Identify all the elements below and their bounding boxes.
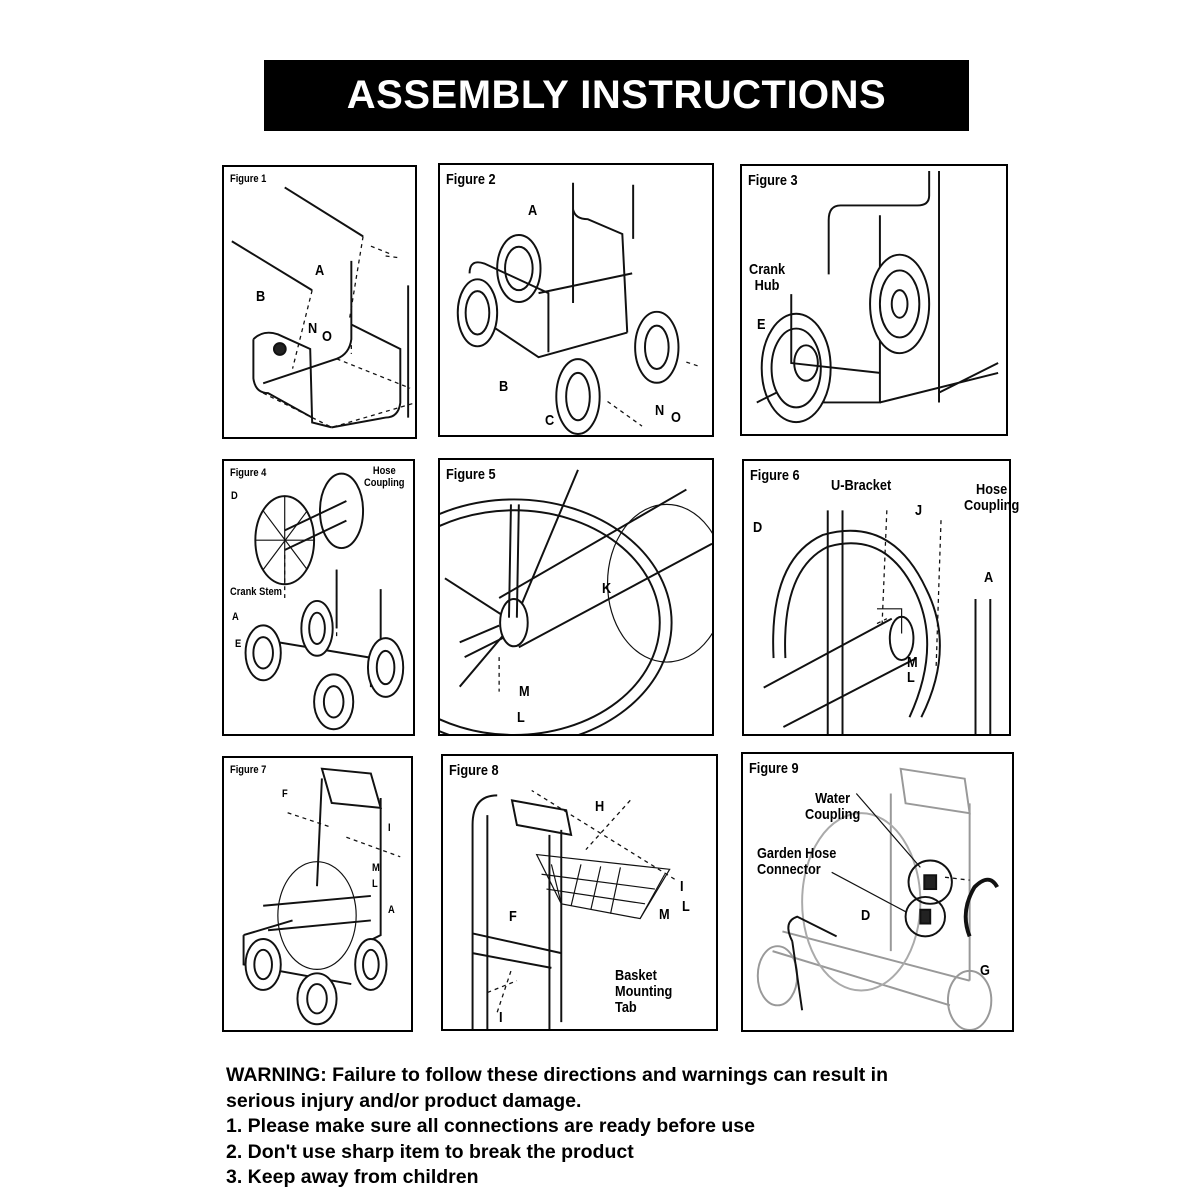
part-label: L	[372, 878, 378, 890]
part-label: I	[388, 822, 391, 834]
figure-caption: Figure 2	[446, 171, 496, 188]
warning-item: 3. Keep away from children	[226, 1166, 479, 1188]
part-label: D	[753, 519, 763, 536]
part-label: I	[680, 878, 684, 895]
part-label: F	[509, 908, 517, 925]
part-label: Hose Coupling	[964, 481, 1020, 514]
part-label: A	[984, 569, 994, 586]
figure-caption: Figure 6	[750, 467, 800, 484]
figure-caption: Figure 3	[748, 172, 798, 189]
part-label: F	[282, 788, 288, 800]
part-label: O	[322, 328, 332, 345]
figure-6: Figure 6 U-Bracket J Hose Coupling D A M…	[742, 459, 1019, 736]
part-label: N	[655, 402, 665, 419]
hose-connection-illustration	[756, 767, 999, 1030]
figure-3: Figure 3 Crank Hub E	[740, 164, 1008, 436]
warning-section: WARNING: Failure to follow these directi…	[226, 1063, 946, 1191]
part-label: M	[519, 683, 530, 700]
figure-1: Figure 1 A B N O	[222, 165, 417, 439]
part-label: E	[235, 638, 242, 650]
part-label: L	[517, 709, 525, 726]
part-label: M	[659, 906, 670, 923]
warning-item: 1. Please make sure all connections are …	[226, 1115, 755, 1137]
part-label: A	[232, 611, 239, 623]
warning-heading: WARNING: Failure to follow these directi…	[226, 1064, 889, 1112]
basket-installation-illustration	[471, 789, 675, 1029]
figure-caption: Figure 5	[446, 466, 496, 483]
part-label: I	[499, 1009, 503, 1026]
part-label: O	[671, 409, 681, 426]
part-label: Crank Stem	[230, 586, 282, 598]
part-label: Water Coupling	[805, 790, 861, 823]
part-label: K	[602, 580, 612, 597]
figure-8: Figure 8 H F M I L Basket Mounting Tab I	[441, 754, 718, 1031]
part-label: D	[231, 490, 238, 502]
part-label: M	[907, 654, 918, 671]
figure-caption: Figure 9	[749, 760, 799, 777]
reel-installation-illustration	[244, 472, 405, 731]
crank-hub-illustration	[756, 170, 999, 424]
page-title: ASSEMBLY INSTRUCTIONS	[264, 60, 969, 131]
part-label: G	[980, 962, 990, 979]
part-label: M	[372, 862, 380, 874]
part-label: D	[861, 907, 871, 924]
figure-caption: Figure 4	[230, 467, 267, 479]
part-label: B	[256, 288, 266, 305]
handle-installation-illustration	[242, 767, 401, 1026]
figure-caption: Figure 8	[449, 762, 499, 779]
part-label: H	[595, 798, 605, 815]
part-label: A	[528, 202, 538, 219]
part-label: A	[388, 904, 395, 916]
part-label: C	[545, 412, 555, 429]
figure-2: Figure 2 A B C N O	[438, 163, 714, 437]
figure-5: Figure 5 K M L	[438, 458, 714, 736]
figure-caption: Figure 7	[230, 764, 267, 776]
part-label: B	[499, 378, 509, 395]
figure-caption: Figure 1	[230, 173, 267, 185]
warning-item: 2. Don't use sharp item to break the pro…	[226, 1140, 634, 1163]
figure-7: Figure 7 F I M L A	[222, 756, 413, 1032]
part-label: Garden Hose Connector	[757, 845, 837, 878]
part-label: E	[757, 316, 766, 333]
part-label: N	[308, 320, 318, 337]
part-label: Crank Hub	[749, 261, 786, 294]
u-bracket-detail-illustration	[763, 510, 992, 734]
part-label: J	[915, 502, 923, 519]
part-label: A	[315, 262, 325, 279]
figure-4: Figure 4 Hose Coupling D Crank Stem A E	[222, 459, 415, 736]
part-label: L	[682, 898, 690, 915]
crank-stem-detail-illustration	[440, 469, 712, 734]
figure-9: Figure 9 Water Coupling Garden Hose Conn…	[741, 752, 1014, 1032]
part-label: U-Bracket	[831, 477, 892, 494]
frame-assembly-illustration	[231, 186, 415, 429]
part-label: L	[907, 669, 915, 686]
wheel-installation-illustration	[456, 182, 702, 435]
part-label: Hose Coupling	[364, 465, 405, 489]
part-label: Basket Mounting Tab	[615, 967, 673, 1016]
